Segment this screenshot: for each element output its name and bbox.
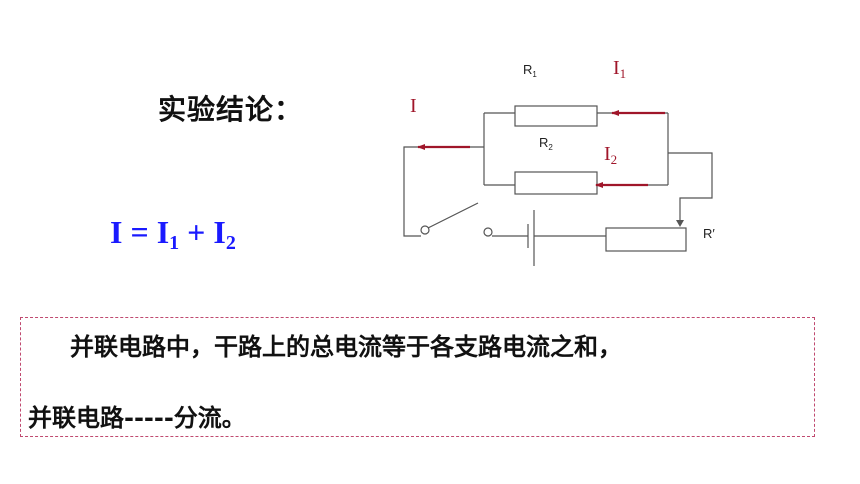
slider-arrow-icon xyxy=(676,220,684,227)
current-formula: I = I1 + I2 xyxy=(110,214,236,255)
conclusion-line-1: 并联电路中，干路上的总电流等于各支路电流之和， xyxy=(70,333,622,361)
label-current-i2: I2 xyxy=(604,143,617,167)
conclusion-line-2: 并联电路-----分流。 xyxy=(28,404,246,432)
label-r2: R2 xyxy=(539,135,553,152)
formula-i1: I xyxy=(156,214,170,250)
label-r1: R1 xyxy=(523,62,537,79)
formula-i2: I xyxy=(213,214,226,250)
label-r-prime: R′ xyxy=(703,226,715,241)
conclusion-box xyxy=(20,317,815,437)
switch-lever xyxy=(427,202,479,229)
formula-equals: = xyxy=(122,214,157,250)
slider-wire xyxy=(668,152,713,220)
formula-plus: + xyxy=(179,214,214,250)
switch-contact-right xyxy=(483,227,493,237)
rheostat-r-prime xyxy=(605,227,687,252)
formula-i1-subscript: 1 xyxy=(169,232,180,254)
resistor-r1 xyxy=(514,105,598,127)
formula-i2-subscript: 2 xyxy=(225,232,236,254)
formula-total-current: I xyxy=(110,214,123,250)
conclusion-heading: 实验结论： xyxy=(158,93,304,126)
label-current-i: I xyxy=(410,95,417,117)
main-line-wire xyxy=(403,146,484,237)
switch-contact-left xyxy=(420,225,430,235)
resistor-r2 xyxy=(514,171,598,195)
label-current-i1: I1 xyxy=(613,57,626,81)
